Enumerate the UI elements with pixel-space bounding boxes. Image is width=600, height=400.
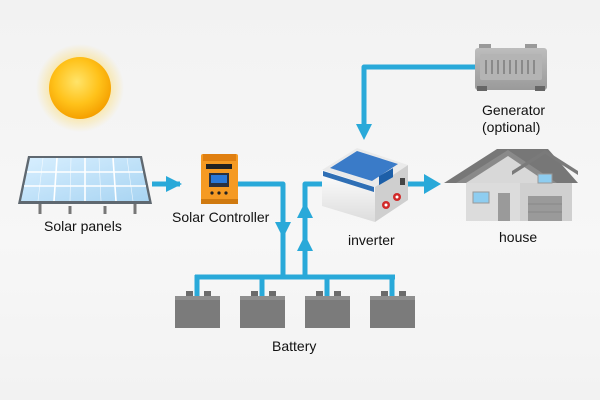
wire-generator-inverter (361, 64, 475, 128)
generator-label: Generator (482, 102, 546, 118)
arrow-down-icon (275, 222, 291, 238)
house-icon (444, 149, 578, 221)
inverter-icon (322, 148, 408, 222)
generator-optional-label: (optional) (482, 119, 541, 135)
arrow-up-icon (297, 235, 313, 251)
arrow-down-icon (356, 124, 372, 140)
battery-label: Battery (272, 338, 317, 354)
battery-icon (370, 291, 415, 328)
wire-controller-down (238, 181, 286, 276)
arrows (166, 124, 441, 251)
arrow-up-icon (297, 202, 313, 218)
arrow-right-icon (166, 176, 182, 192)
battery-icon (305, 291, 350, 328)
solar-controller-icon (201, 154, 238, 204)
battery-icon (240, 291, 285, 328)
battery-bank (175, 291, 415, 328)
inverter-label: inverter (348, 232, 395, 248)
solar-panel-icon (18, 156, 152, 214)
solar-controller-label: Solar Controller (172, 209, 270, 225)
arrow-right-icon (424, 174, 441, 194)
sun-icon (36, 44, 124, 132)
house-label: house (499, 229, 538, 245)
battery-icon (175, 291, 220, 328)
generator-icon (475, 44, 547, 91)
solar-panels-label: Solar panels (44, 218, 122, 234)
wire-battery-inverter-up (302, 181, 322, 276)
